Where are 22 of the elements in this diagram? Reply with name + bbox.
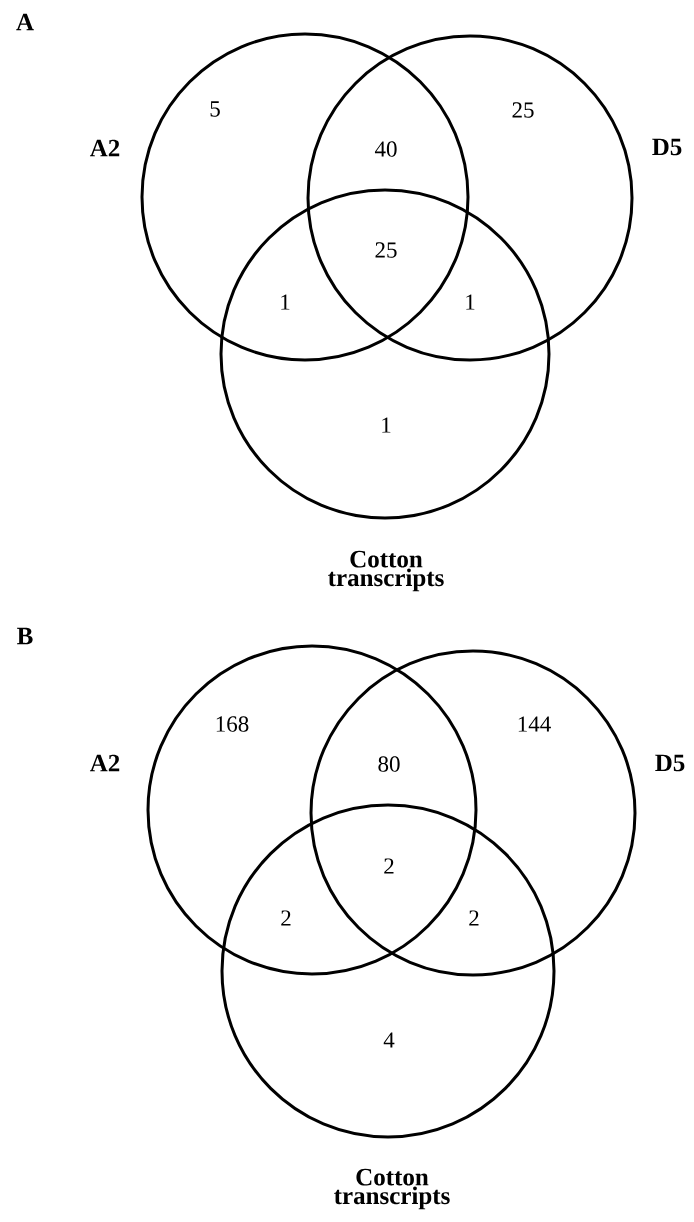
set-label: Cotton transcripts (328, 550, 444, 592)
count-label: 25 (512, 102, 534, 118)
count-label: 4 (383, 1032, 395, 1048)
panel-letter: A (16, 13, 34, 31)
count-label: 2 (281, 910, 291, 926)
set-label: D5 (652, 138, 682, 156)
count-label: 1 (382, 417, 391, 433)
count-label: 2 (469, 910, 479, 926)
set-label: A2 (89, 754, 120, 772)
count-label: 80 (378, 756, 400, 772)
count-label: 5 (210, 101, 220, 117)
count-label: 2 (384, 858, 394, 874)
count-label: 1 (281, 294, 290, 310)
count-label: 25 (375, 242, 397, 258)
count-label: 40 (374, 141, 397, 157)
count-label: 1 (466, 294, 475, 310)
count-label: 168 (216, 716, 249, 732)
set-label: A2 (89, 139, 120, 157)
panel-letter: B (17, 627, 33, 645)
count-label: 144 (518, 716, 551, 732)
set-label: Cotton transcripts (334, 1168, 450, 1210)
set-label: D5 (655, 754, 685, 772)
